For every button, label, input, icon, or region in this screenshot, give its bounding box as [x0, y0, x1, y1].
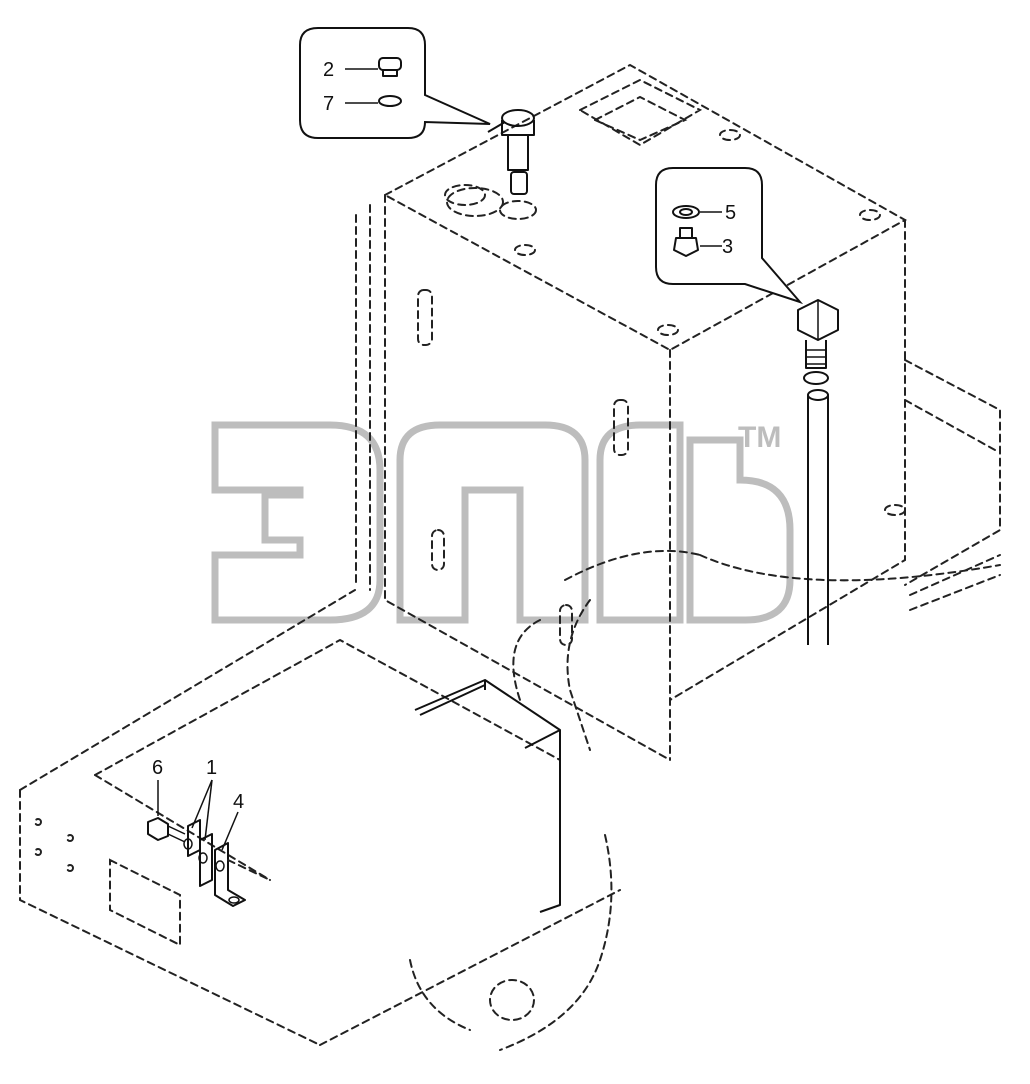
callout-label-3: 3 [722, 236, 733, 258]
callout-label-4: 4 [233, 791, 244, 813]
machine-frame-outline [19, 589, 621, 1051]
bolt-clamp-assembly [147, 817, 271, 907]
breather-filter [446, 109, 537, 220]
trademark-label: TM [738, 421, 781, 454]
callout-label-1: 1 [206, 757, 217, 779]
watermark-logo: TM [211, 421, 794, 624]
return-pipe [797, 299, 839, 645]
callout-box-breather: 2 7 [299, 27, 491, 139]
callout-label-7: 7 [323, 93, 334, 115]
callout-label-6: 6 [152, 757, 163, 779]
callout-label-2: 2 [323, 59, 334, 81]
callout-label-5: 5 [725, 202, 736, 224]
callout-box-drain: 5 3 [655, 167, 804, 305]
mounting-bracket [414, 679, 561, 913]
lower-leaders: 6 1 4 [152, 757, 244, 851]
hydraulic-tank-outline [355, 63, 1001, 761]
